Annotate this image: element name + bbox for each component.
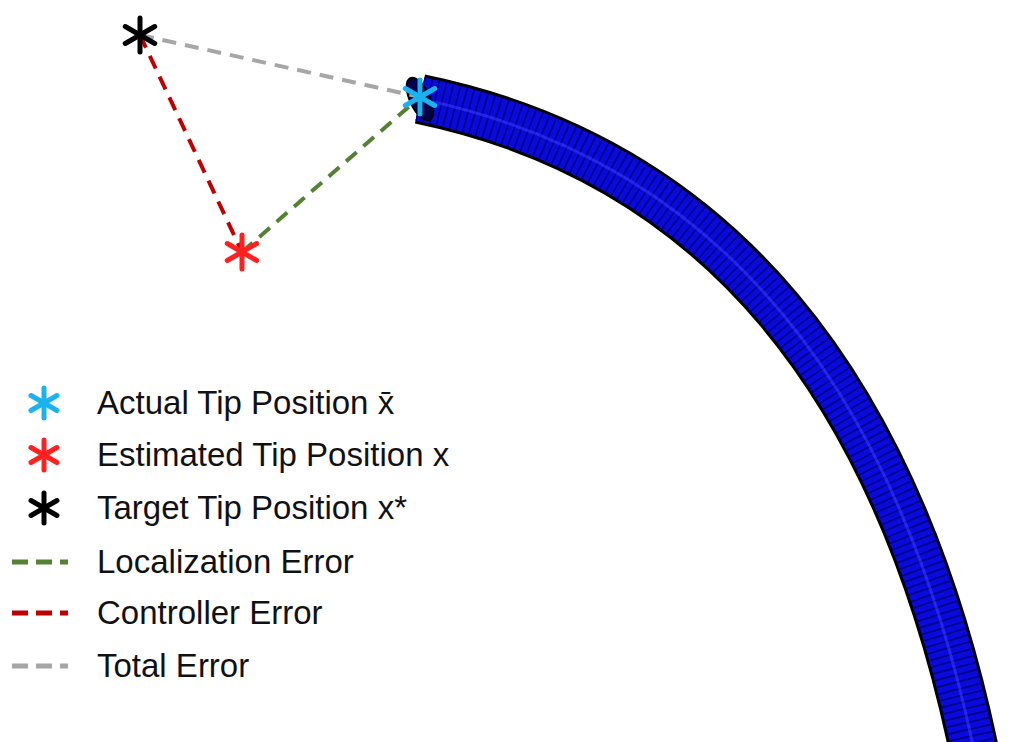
legend-line-sample	[0, 588, 90, 640]
legend-marker-sample	[0, 483, 90, 535]
controller-error-line	[140, 35, 242, 252]
legend-marker-sample	[0, 430, 90, 482]
legend-entry: Total Error	[0, 641, 700, 693]
robot-body	[420, 99, 976, 742]
robot-windings	[420, 99, 976, 742]
total-error-line	[140, 35, 420, 97]
legend-entry: Actual Tip Position x̄	[0, 378, 700, 430]
legend-entry: Controller Error	[0, 588, 700, 640]
legend-text: Estimated Tip Position x	[97, 434, 449, 476]
target-tip-marker	[125, 18, 154, 52]
legend-text: Actual Tip Position x̄	[97, 382, 394, 424]
legend-entry: Localization Error	[0, 537, 700, 589]
legend-text: Target Tip Position x*	[97, 487, 407, 529]
legend-text: Total Error	[97, 645, 249, 687]
robot-outline	[420, 99, 976, 742]
legend-line-sample	[0, 641, 90, 693]
actual-tip-marker	[405, 80, 434, 114]
legend-entry: Target Tip Position x*	[0, 483, 700, 535]
localization-error-line	[242, 97, 420, 252]
robot-highlight	[420, 99, 976, 742]
legend-text: Controller Error	[97, 592, 323, 634]
legend-star	[31, 493, 57, 523]
legend-star	[31, 388, 57, 418]
legend-entry: Estimated Tip Position x	[0, 430, 700, 482]
legend-marker-sample	[0, 378, 90, 430]
estimated-tip-marker	[227, 235, 256, 269]
legend-star	[31, 440, 57, 470]
robot-tip	[401, 74, 439, 124]
legend-text: Localization Error	[97, 541, 354, 583]
legend-line-sample	[0, 537, 90, 589]
